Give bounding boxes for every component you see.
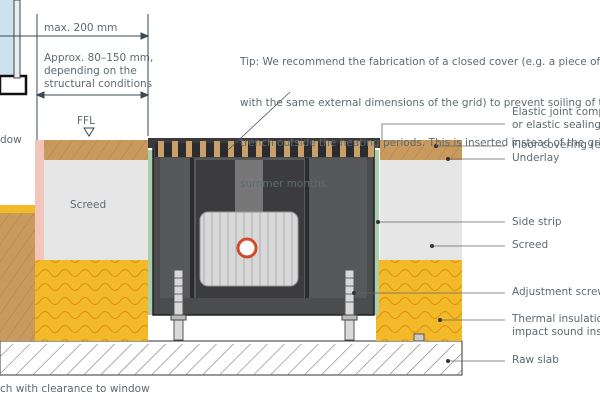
callout-elastic-joint-line1: Elastic joint comp <box>512 106 600 118</box>
dimension-lines <box>0 14 150 140</box>
screed-left-label: Screed <box>70 199 107 211</box>
side-strip-right <box>373 150 379 315</box>
side-strip-left <box>148 150 154 315</box>
insulation-left <box>35 260 148 341</box>
insulation-right <box>376 260 462 341</box>
callout-screed: Screed <box>512 239 549 251</box>
grid-bar <box>326 141 332 157</box>
grid-bar <box>256 141 262 157</box>
approx-dimension-line2: depending on the <box>44 65 137 77</box>
left-wall-masonry <box>0 205 35 341</box>
ffl-marker <box>83 127 95 137</box>
screed-right <box>380 160 462 260</box>
adjustment-screw-right <box>341 269 358 341</box>
heating-pipe <box>236 237 258 259</box>
grid-bar <box>172 141 178 157</box>
elastic-joint-left <box>35 140 44 341</box>
callout-thermal-insulation-line1: Thermal insulatio <box>512 313 600 325</box>
callout-side-strip: Side strip <box>512 216 562 228</box>
callout-adjustment-screw: Adjustment screw <box>512 286 600 298</box>
window-sill <box>0 74 28 96</box>
approx-dimension-line1: Approx. 80–150 mm, <box>44 52 154 64</box>
tip-text: Tip: We recommend the fabrication of a c… <box>240 29 600 218</box>
grid-bar <box>270 141 276 157</box>
tip-leader-line <box>227 91 291 151</box>
floor-covering-right <box>380 140 462 160</box>
grid-bar <box>312 141 318 157</box>
floor-covering-left <box>44 140 148 160</box>
grid-bar <box>158 141 164 157</box>
grid-bar <box>284 141 290 157</box>
grid-bar <box>340 141 346 157</box>
trench-grid <box>148 138 380 157</box>
tip-line: summer months. <box>240 177 330 190</box>
tip-line: with the same external dimensions of the… <box>240 96 600 109</box>
grid-bar <box>298 141 304 157</box>
tip-line: trench outside the heating periods. This… <box>240 137 600 149</box>
window-label-partial: dow <box>0 134 22 146</box>
tip-line: Tip: We recommend the fabrication of a c… <box>240 56 600 68</box>
callout-underlay: Underlay <box>512 152 560 164</box>
screed-left <box>44 160 148 260</box>
figure-caption: ch with clearance to window <box>0 383 150 395</box>
grid-bar <box>228 141 234 157</box>
grid-bar <box>214 141 220 157</box>
ffl-label: FFL <box>77 115 95 127</box>
callout-floor-covering: Floor covering (e. <box>512 139 600 151</box>
window-glass <box>0 0 14 80</box>
adjustment-screw-left <box>170 269 187 341</box>
callout-leaders <box>354 123 505 362</box>
approx-dimension-line3: structural conditions <box>44 78 153 90</box>
grid-bar <box>354 141 360 157</box>
grid-bar <box>186 141 192 157</box>
max-dimension-label: max. 200 mm <box>44 22 118 34</box>
grid-bar <box>200 141 206 157</box>
callout-dots <box>352 144 450 363</box>
grid-bar <box>242 141 248 157</box>
callout-raw-slab: Raw slab <box>512 354 559 366</box>
callout-elastic-joint-line2: or elastic sealing <box>512 119 600 131</box>
grid-bar <box>368 141 374 157</box>
callout-thermal-insulation-line2: impact sound insu <box>512 326 600 338</box>
